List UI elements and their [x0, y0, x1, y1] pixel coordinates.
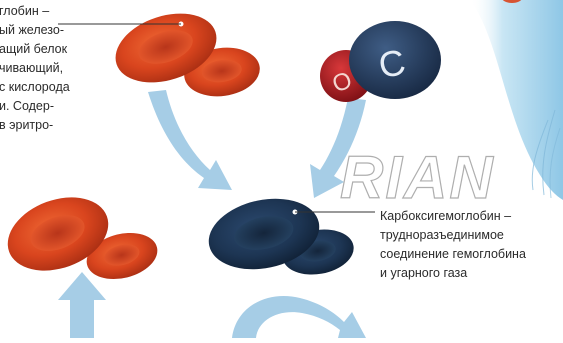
- description-line: ащий белок: [0, 40, 70, 59]
- description-line: трудноразъединимое: [380, 226, 526, 245]
- arrow-up-left: [58, 272, 106, 338]
- arrow-curl: [232, 296, 366, 338]
- description-line: чивающий,: [0, 59, 70, 78]
- red-cells-top: [107, 1, 263, 101]
- co-molecule: O C: [320, 21, 441, 102]
- description-line: глобин –: [0, 2, 70, 21]
- watermark: RIAN: [340, 144, 495, 211]
- description-line: соединение гемоглобина: [380, 245, 526, 264]
- arrow-red-to-dark: [148, 90, 232, 190]
- hemoglobin-description: глобин – ый железо- ащий белок чивающий,…: [0, 2, 70, 135]
- description-line: в эритро-: [0, 116, 70, 135]
- description-line: ый железо-: [0, 21, 70, 40]
- description-line: Карбоксигемоглобин –: [380, 207, 526, 226]
- description-line: с кислорода: [0, 78, 70, 97]
- carboxyhemoglobin-description: Карбоксигемоглобин – трудноразъединимое …: [380, 207, 526, 283]
- description-line: и. Содер-: [0, 97, 70, 116]
- description-line: и угарного газа: [380, 264, 526, 283]
- red-cells-bottom: [0, 184, 162, 286]
- dark-cells: [202, 189, 357, 280]
